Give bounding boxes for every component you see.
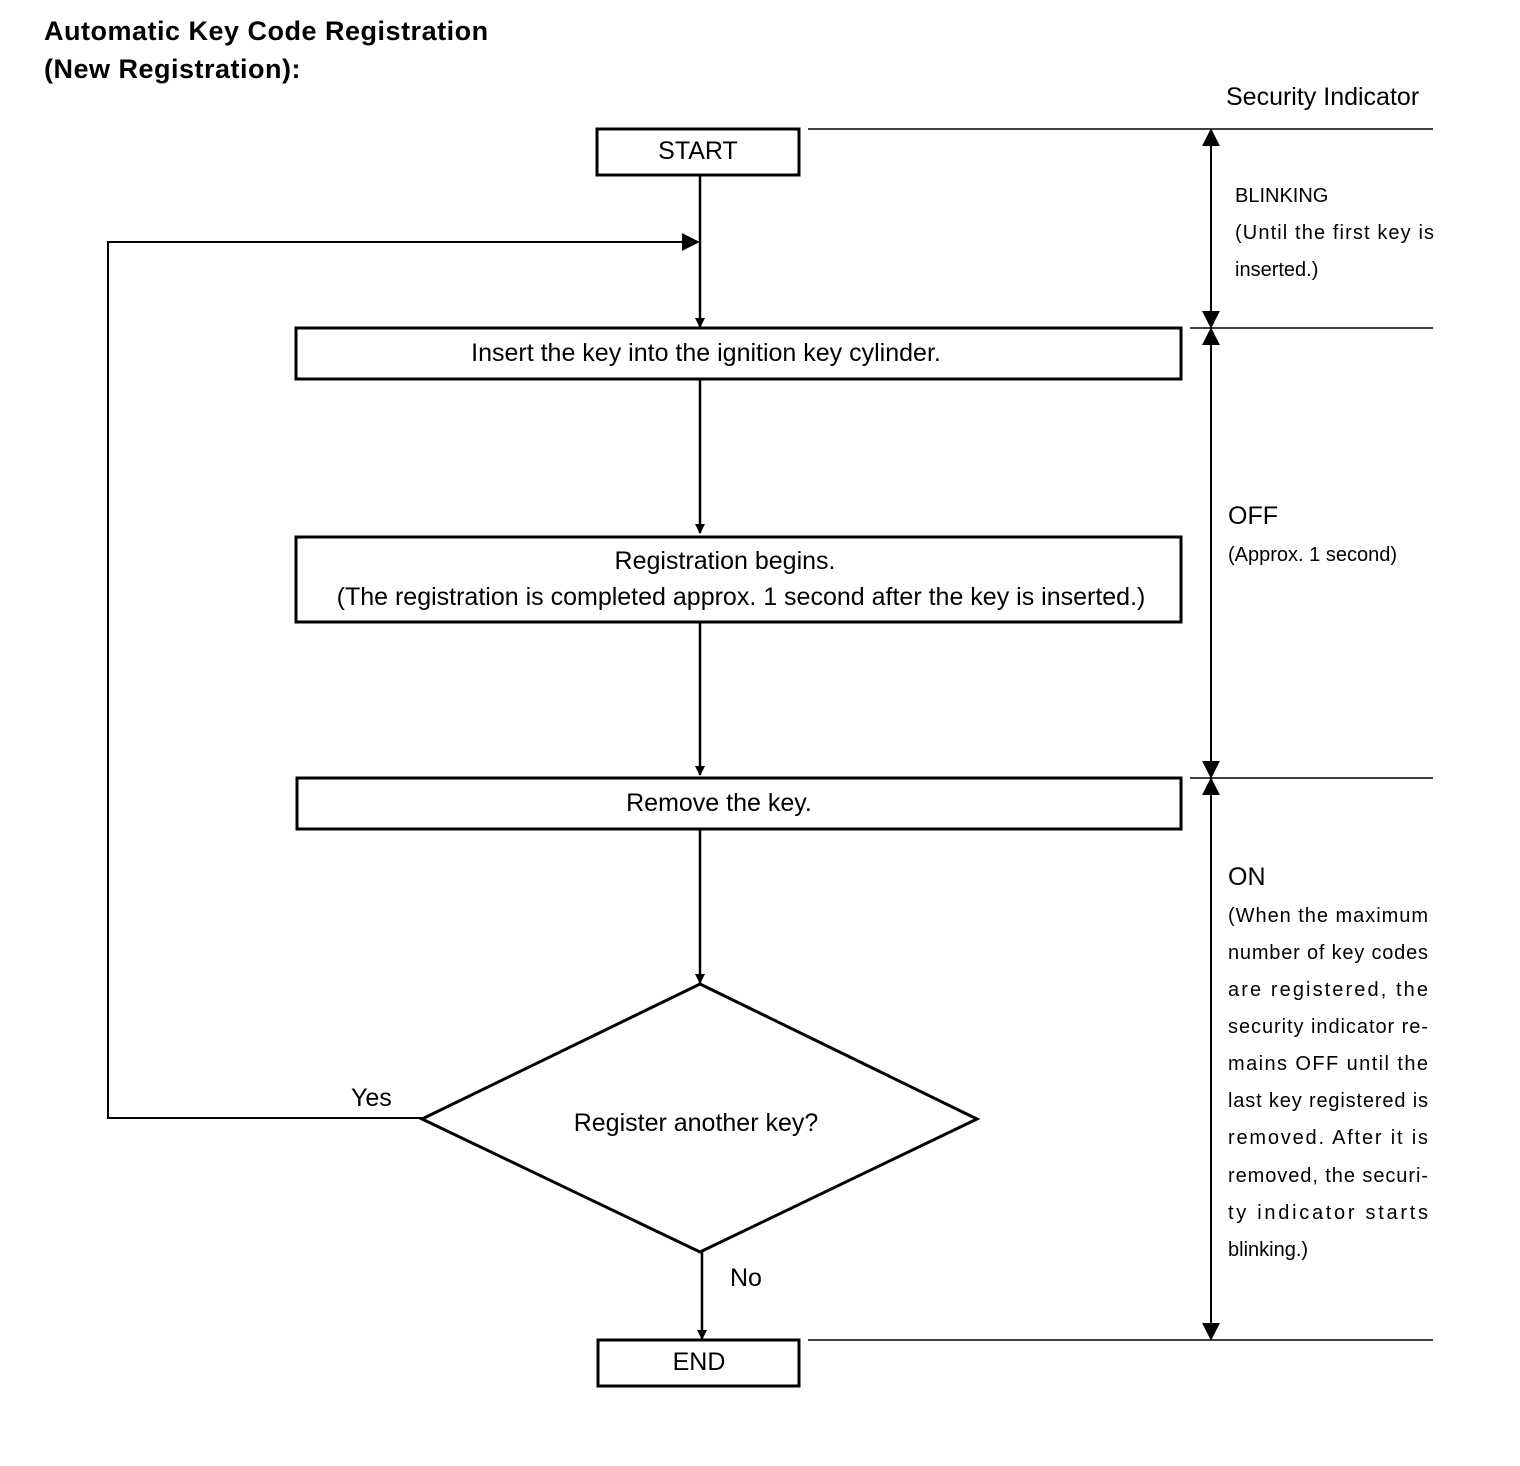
end-box — [596, 1338, 801, 1388]
yes-label: Yes — [351, 1084, 392, 1112]
off-note-line: (Approx. 1 second) — [1228, 544, 1397, 566]
start-label: START — [658, 137, 738, 165]
on-note-line: (When the maximum — [1228, 905, 1428, 927]
blinking-note-line: inserted.) — [1235, 259, 1318, 281]
blinking-note-line: (Until the first key is — [1235, 222, 1434, 244]
remove-key-label: Remove the key. — [626, 789, 812, 817]
decision-label: Register another key? — [574, 1109, 819, 1137]
on-note-line: removed. After it is — [1228, 1127, 1428, 1149]
on-note-line: blinking.) — [1228, 1239, 1308, 1261]
remove-key-box — [295, 776, 1183, 831]
insert-key-box — [294, 326, 1183, 381]
indicator-header: Security Indicator — [1226, 83, 1419, 111]
on-note-line: number of key codes — [1228, 942, 1428, 964]
diagram-subtitle: (New Registration): — [44, 54, 302, 84]
insert-key-label: Insert the key into the ignition key cyl… — [471, 339, 941, 367]
on-note-line: are registered, the — [1228, 979, 1428, 1001]
on-note-line: ty indicator starts — [1228, 1202, 1428, 1224]
start-box — [595, 127, 801, 177]
on-state: ON — [1228, 863, 1266, 891]
registration-label-line2: (The registration is completed approx. 1… — [337, 583, 1146, 611]
on-note-line: mains OFF until the — [1228, 1053, 1428, 1075]
end-label: END — [673, 1348, 726, 1376]
on-note-line: removed, the securi- — [1228, 1165, 1428, 1187]
registration-box — [294, 535, 1183, 624]
on-note-line: last key registered is — [1228, 1090, 1428, 1112]
no-label: No — [730, 1264, 762, 1292]
diagram-title: Automatic Key Code Registration — [44, 16, 489, 46]
blinking-state: BLINKING — [1235, 185, 1328, 207]
yes-loop-line — [107, 233, 700, 1119]
on-note-line: security indicator re- — [1228, 1016, 1428, 1038]
registration-label-line1: Registration begins. — [615, 547, 836, 575]
decision-diamond — [418, 982, 981, 1254]
off-state: OFF — [1228, 502, 1278, 530]
